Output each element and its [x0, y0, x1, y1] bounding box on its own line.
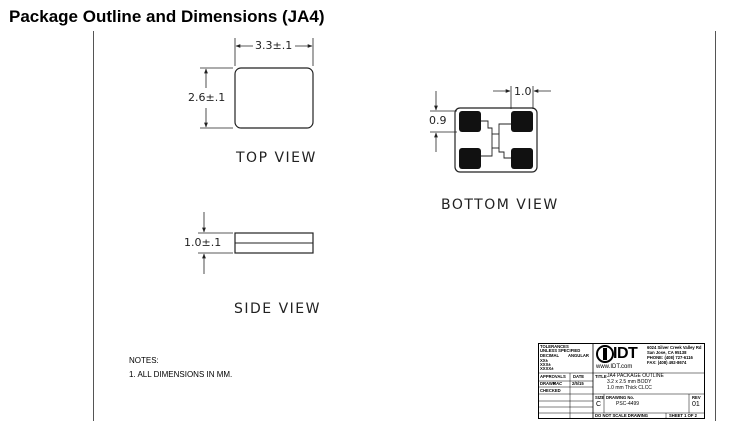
side-view — [198, 212, 314, 274]
title-block-grid — [538, 343, 705, 419]
right-border-line — [715, 31, 716, 421]
bottom-pad-top-left — [459, 111, 481, 132]
website: www.IDT.com — [596, 364, 633, 370]
notes-block: NOTES: 1. ALL DIMENSIONS IN MM. — [129, 354, 232, 382]
do-not-scale: DO NOT SCALE DRAWING — [595, 413, 649, 418]
tolerances-heading: TOLERANCES — [540, 344, 569, 349]
rev-value: 01 — [692, 401, 700, 408]
page-title: Package Outline and Dimensions (JA4) — [9, 7, 325, 26]
crystal-center-element — [491, 133, 500, 149]
xxxx-label: XXXX± — [540, 366, 554, 371]
unless-specified: UNLESS SPECIFIED — [540, 348, 581, 353]
title-line-1: JA4 PACKAGE OUTLINE — [607, 373, 664, 379]
title-line-2: 3.2 x 2.5 mm BODY — [607, 379, 652, 385]
angular-label: ANGULAR — [568, 353, 589, 358]
company-logo: IDT — [613, 345, 638, 362]
bottom-pad-top-right — [511, 111, 533, 132]
xx-label: XX± — [540, 358, 548, 363]
approvals-label: APPROVALS — [540, 374, 566, 379]
bottom-view-body — [454, 107, 538, 173]
trace-bottom-2 — [481, 148, 493, 157]
company-fax: FAX: (408) 492-8674 — [647, 360, 687, 365]
drawn-date: 2/5/15 — [572, 381, 584, 386]
bottom-pad-height-dimension: 0.9 — [428, 114, 448, 127]
company-address-1: 6024 Silver Creek Valley Rd — [647, 345, 702, 350]
size-label: SIZE — [595, 395, 605, 400]
trace-top — [481, 120, 493, 134]
trace-bottom — [498, 148, 511, 159]
drawing-no-label: DRAWING No. — [606, 395, 635, 400]
note-item: 1. ALL DIMENSIONS IN MM. — [129, 370, 233, 379]
title-block: TOLERANCES UNLESS SPECIFIED DECIMAL ANGU… — [538, 343, 705, 419]
trace-top-2 — [498, 123, 511, 134]
notes-heading: NOTES: — [129, 356, 159, 365]
title-line-3: 1.0 mm Thick CLCC — [607, 385, 652, 391]
top-view — [200, 38, 314, 129]
top-view-label: TOP VIEW — [236, 150, 317, 166]
bottom-view-label: BOTTOM VIEW — [441, 197, 559, 213]
company-address-2: San Jose, CA 95138 — [647, 350, 687, 355]
side-thickness-dimension: 1.0±.1 — [183, 236, 223, 249]
drawn-by: RAC — [553, 381, 563, 386]
checked-label: CHECKED — [540, 388, 561, 393]
bottom-pad-width-dimension: 1.0 — [514, 85, 532, 98]
decimal-label: DECIMAL — [540, 353, 560, 358]
bottom-pad-bottom-left — [459, 148, 481, 169]
bottom-pad-bottom-right — [511, 148, 533, 169]
drawn-label: DRAWN — [540, 381, 556, 386]
top-view-body — [234, 67, 314, 129]
company-phone: PHONE: (408) 727-6116 — [647, 355, 693, 360]
side-view-label: SIDE VIEW — [234, 301, 321, 317]
date-label: DATE — [573, 374, 585, 379]
bottom-view — [430, 86, 551, 173]
top-width-dimension: 3.3±.1 — [254, 39, 294, 52]
left-border-line — [93, 31, 94, 421]
title-label: TITLE — [595, 374, 607, 379]
sheet-number: SHEET 1 OF 2 — [669, 413, 697, 418]
xxx-label: XXX± — [540, 362, 551, 367]
drawing-no-value: PSC-4499 — [616, 401, 640, 407]
rev-label: REV — [692, 395, 701, 400]
idt-logo-ring-icon — [596, 345, 614, 363]
size-value: C — [596, 401, 602, 408]
top-height-dimension: 2.6±.1 — [187, 91, 227, 104]
